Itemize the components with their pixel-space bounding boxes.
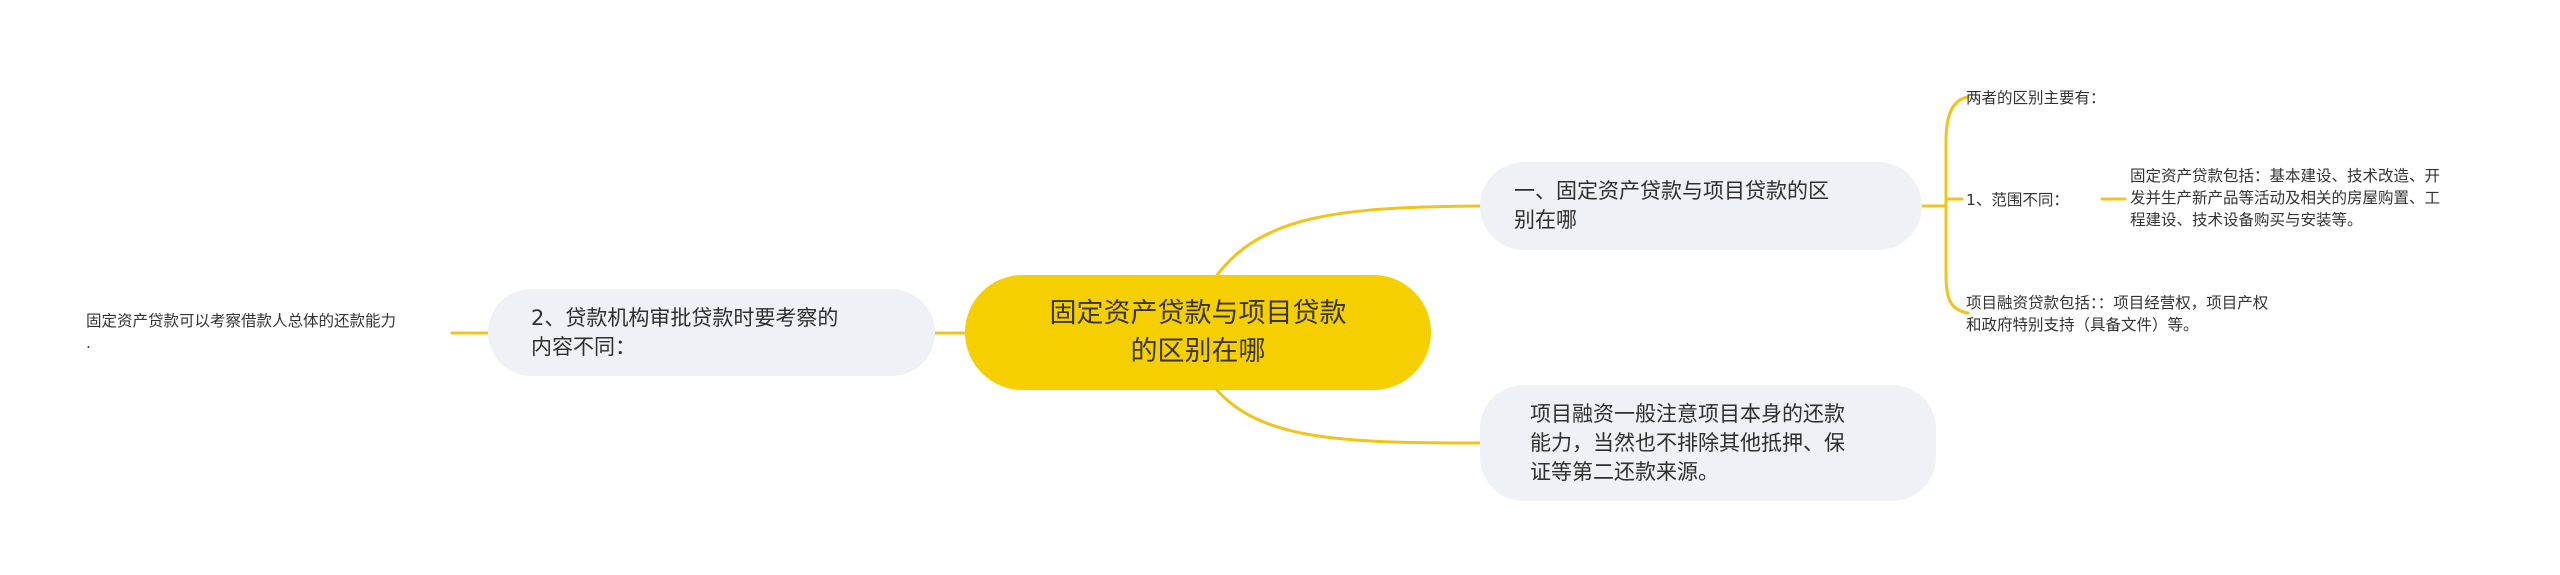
leaf-node-fixed-asset-scope-line-3: 程建设、技术设备购买与安装等。 bbox=[2130, 211, 2363, 229]
branch-node-repayment-source-line-2: 能力，当然也不排除其他抵押、保 bbox=[1530, 430, 1845, 455]
branch-node-repayment-source-line-3: 证等第二还款来源。 bbox=[1530, 459, 1719, 484]
leaf-node-main-differences[interactable]: 两者的区别主要有： bbox=[1966, 86, 2106, 110]
root-node-line-2: 的区别在哪 bbox=[1130, 335, 1266, 367]
leaf-node-fixed-asset-scope-line-2: 发并生产新产品等活动及相关的房屋购置、工 bbox=[2130, 189, 2441, 207]
leaf-node-scope-differs[interactable]: 1、范围不同： bbox=[1966, 188, 2069, 212]
leaf-node-overall-repayment-line-1: 固定资产贷款可以考察借款人总体的还款能力 bbox=[86, 312, 397, 330]
leaf-node-main-differences-text: 两者的区别主要有： bbox=[1966, 89, 2106, 107]
branch-node-repayment-source-line-1: 项目融资一般注意项目本身的还款 bbox=[1530, 401, 1845, 426]
leaf-node-project-finance-scope-line-2: 和政府特别支持（具备文件）等。 bbox=[1966, 316, 2199, 334]
root-node-line-1: 固定资产贷款与项目贷款 bbox=[1049, 297, 1347, 329]
branch-node-review-content-line-1: 2、贷款机构审批贷款时要考察的 bbox=[531, 305, 839, 330]
branch-node-difference-line-1: 一、固定资产贷款与项目贷款的区 bbox=[1514, 179, 1829, 203]
leaf-node-overall-repayment[interactable]: 固定资产贷款可以考察借款人总体的还款能力 . bbox=[86, 310, 456, 356]
branch-node-review-content[interactable]: 2、贷款机构审批贷款时要考察的 内容不同： bbox=[488, 289, 935, 376]
root-node[interactable]: 固定资产贷款与项目贷款 的区别在哪 bbox=[965, 275, 1431, 390]
branch-node-review-content-line-2: 内容不同： bbox=[531, 334, 636, 359]
leaf-node-project-finance-scope[interactable]: 项目融资贷款包括：：项目经营权，项目产权 和政府特别支持（具备文件）等。 bbox=[1966, 292, 2366, 338]
leaf-node-fixed-asset-scope-line-1: 固定资产贷款包括：基本建设、技术改造、开 bbox=[2130, 167, 2441, 185]
branch-node-difference[interactable]: 一、固定资产贷款与项目贷款的区 别在哪 bbox=[1480, 162, 1922, 250]
leaf-node-overall-repayment-line-2: . bbox=[86, 334, 91, 352]
leaf-node-project-finance-scope-line-1: 项目融资贷款包括：：项目经营权，项目产权 bbox=[1966, 294, 2269, 312]
leaf-node-scope-differs-text: 1、范围不同： bbox=[1966, 191, 2069, 209]
branch-node-difference-line-2: 别在哪 bbox=[1514, 208, 1577, 232]
leaf-node-fixed-asset-scope[interactable]: 固定资产贷款包括：基本建设、技术改造、开 发并生产新产品等活动及相关的房屋购置、… bbox=[2130, 165, 2550, 235]
branch-node-repayment-source[interactable]: 项目融资一般注意项目本身的还款 能力，当然也不排除其他抵押、保 证等第二还款来源… bbox=[1480, 385, 1936, 501]
